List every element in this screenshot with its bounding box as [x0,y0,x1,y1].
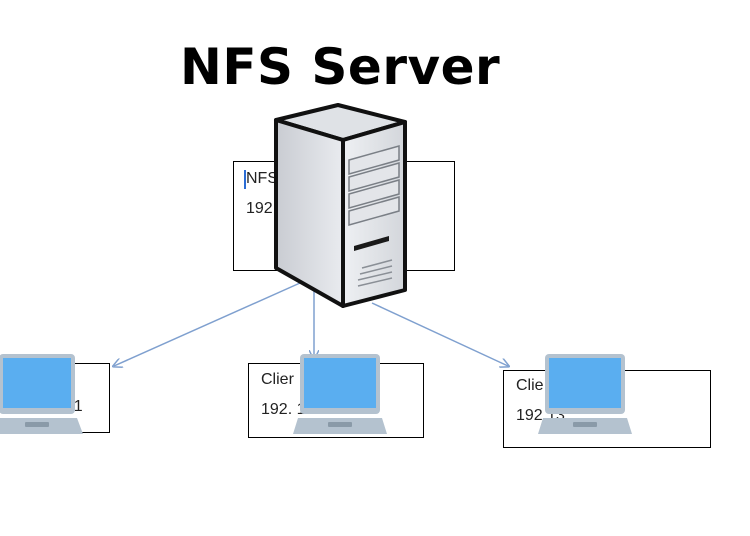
server-label-line2: 192. [246,200,278,217]
arrow-to-client-1 [114,282,301,366]
laptop-icon [0,354,83,434]
diagram-title: NFS Server [180,38,501,96]
client-2-label-line1: Clier [261,371,294,388]
arrow-to-client-3 [371,302,508,366]
client-3-label-line1: Clie [516,377,544,394]
laptop-icon [538,354,632,434]
server-label-line1: NFS [246,170,278,187]
laptop-icon [293,354,387,434]
text-cursor [244,170,246,189]
